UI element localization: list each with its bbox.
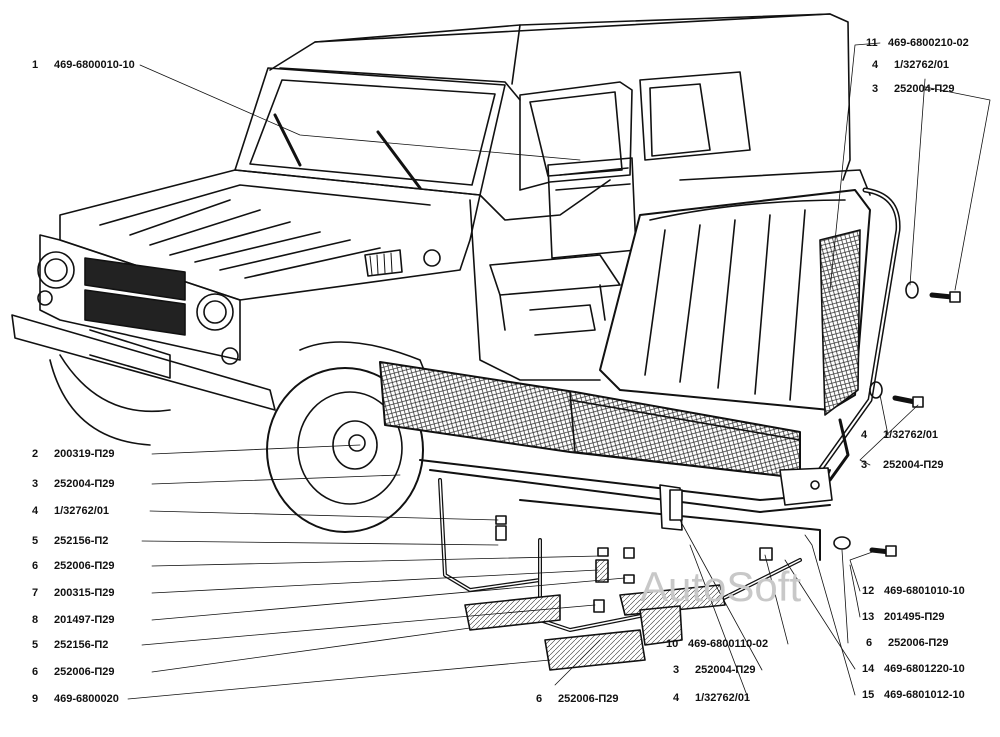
seat-assembly	[379, 169, 961, 671]
leader-lines	[127, 42, 991, 700]
watermark-text: AutoSoft	[640, 563, 802, 610]
